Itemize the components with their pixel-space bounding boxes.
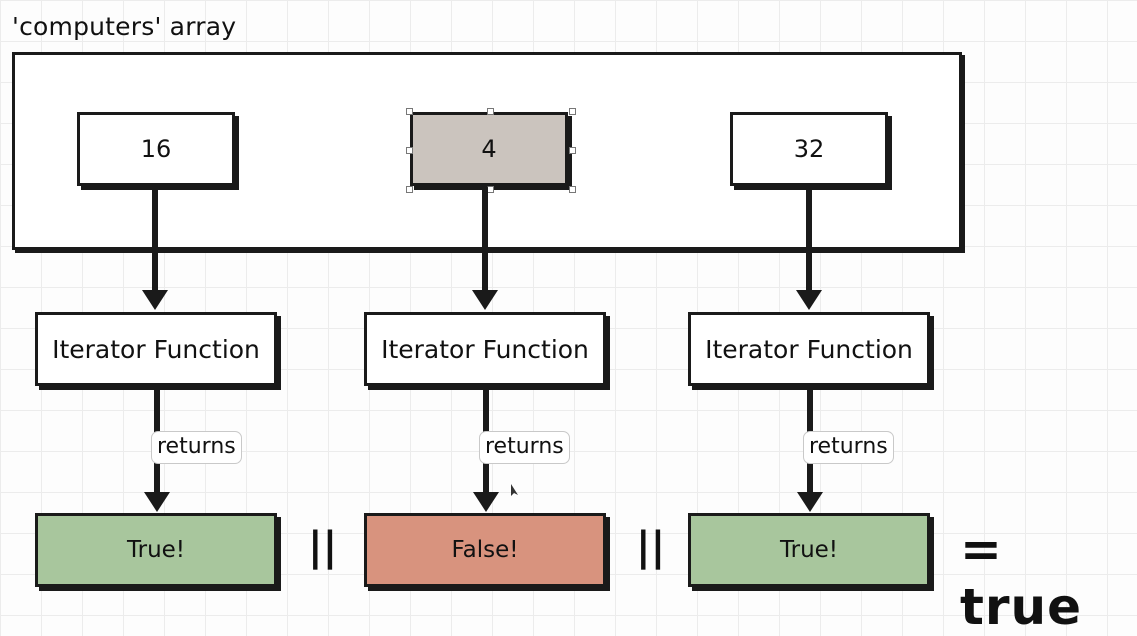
mouse-cursor-icon [511,484,518,496]
arrowhead [796,290,822,310]
selection-handle[interactable] [406,147,413,154]
arrowhead [142,290,168,310]
array-element-2[interactable]: 32 [730,112,888,186]
arrowhead [144,492,170,512]
iterator-function-1[interactable]: Iterator Function [364,312,606,386]
or-operator: || [308,524,338,570]
result-box-1[interactable]: False! [364,513,606,587]
selection-handle[interactable] [406,186,413,193]
arrowhead [472,290,498,310]
returns-label-2: returns [803,431,894,465]
selection-handle[interactable] [569,186,576,193]
selection-handle[interactable] [487,108,494,115]
result-box-0[interactable]: True! [35,513,277,587]
diagram-title: 'computers' array [12,12,237,41]
arrowhead [473,492,499,512]
selection-handle[interactable] [569,108,576,115]
or-operator: || [636,524,666,570]
returns-label-1: returns [479,431,570,465]
selection-handle[interactable] [406,108,413,115]
overall-result: = true [960,520,1083,636]
result-box-2[interactable]: True! [688,513,930,587]
array-element-1[interactable]: 4 [410,112,568,186]
iterator-function-2[interactable]: Iterator Function [688,312,930,386]
array-element-0[interactable]: 16 [77,112,235,186]
selection-handle[interactable] [569,147,576,154]
returns-label-0: returns [151,431,242,465]
iterator-function-0[interactable]: Iterator Function [35,312,277,386]
arrowhead [797,492,823,512]
